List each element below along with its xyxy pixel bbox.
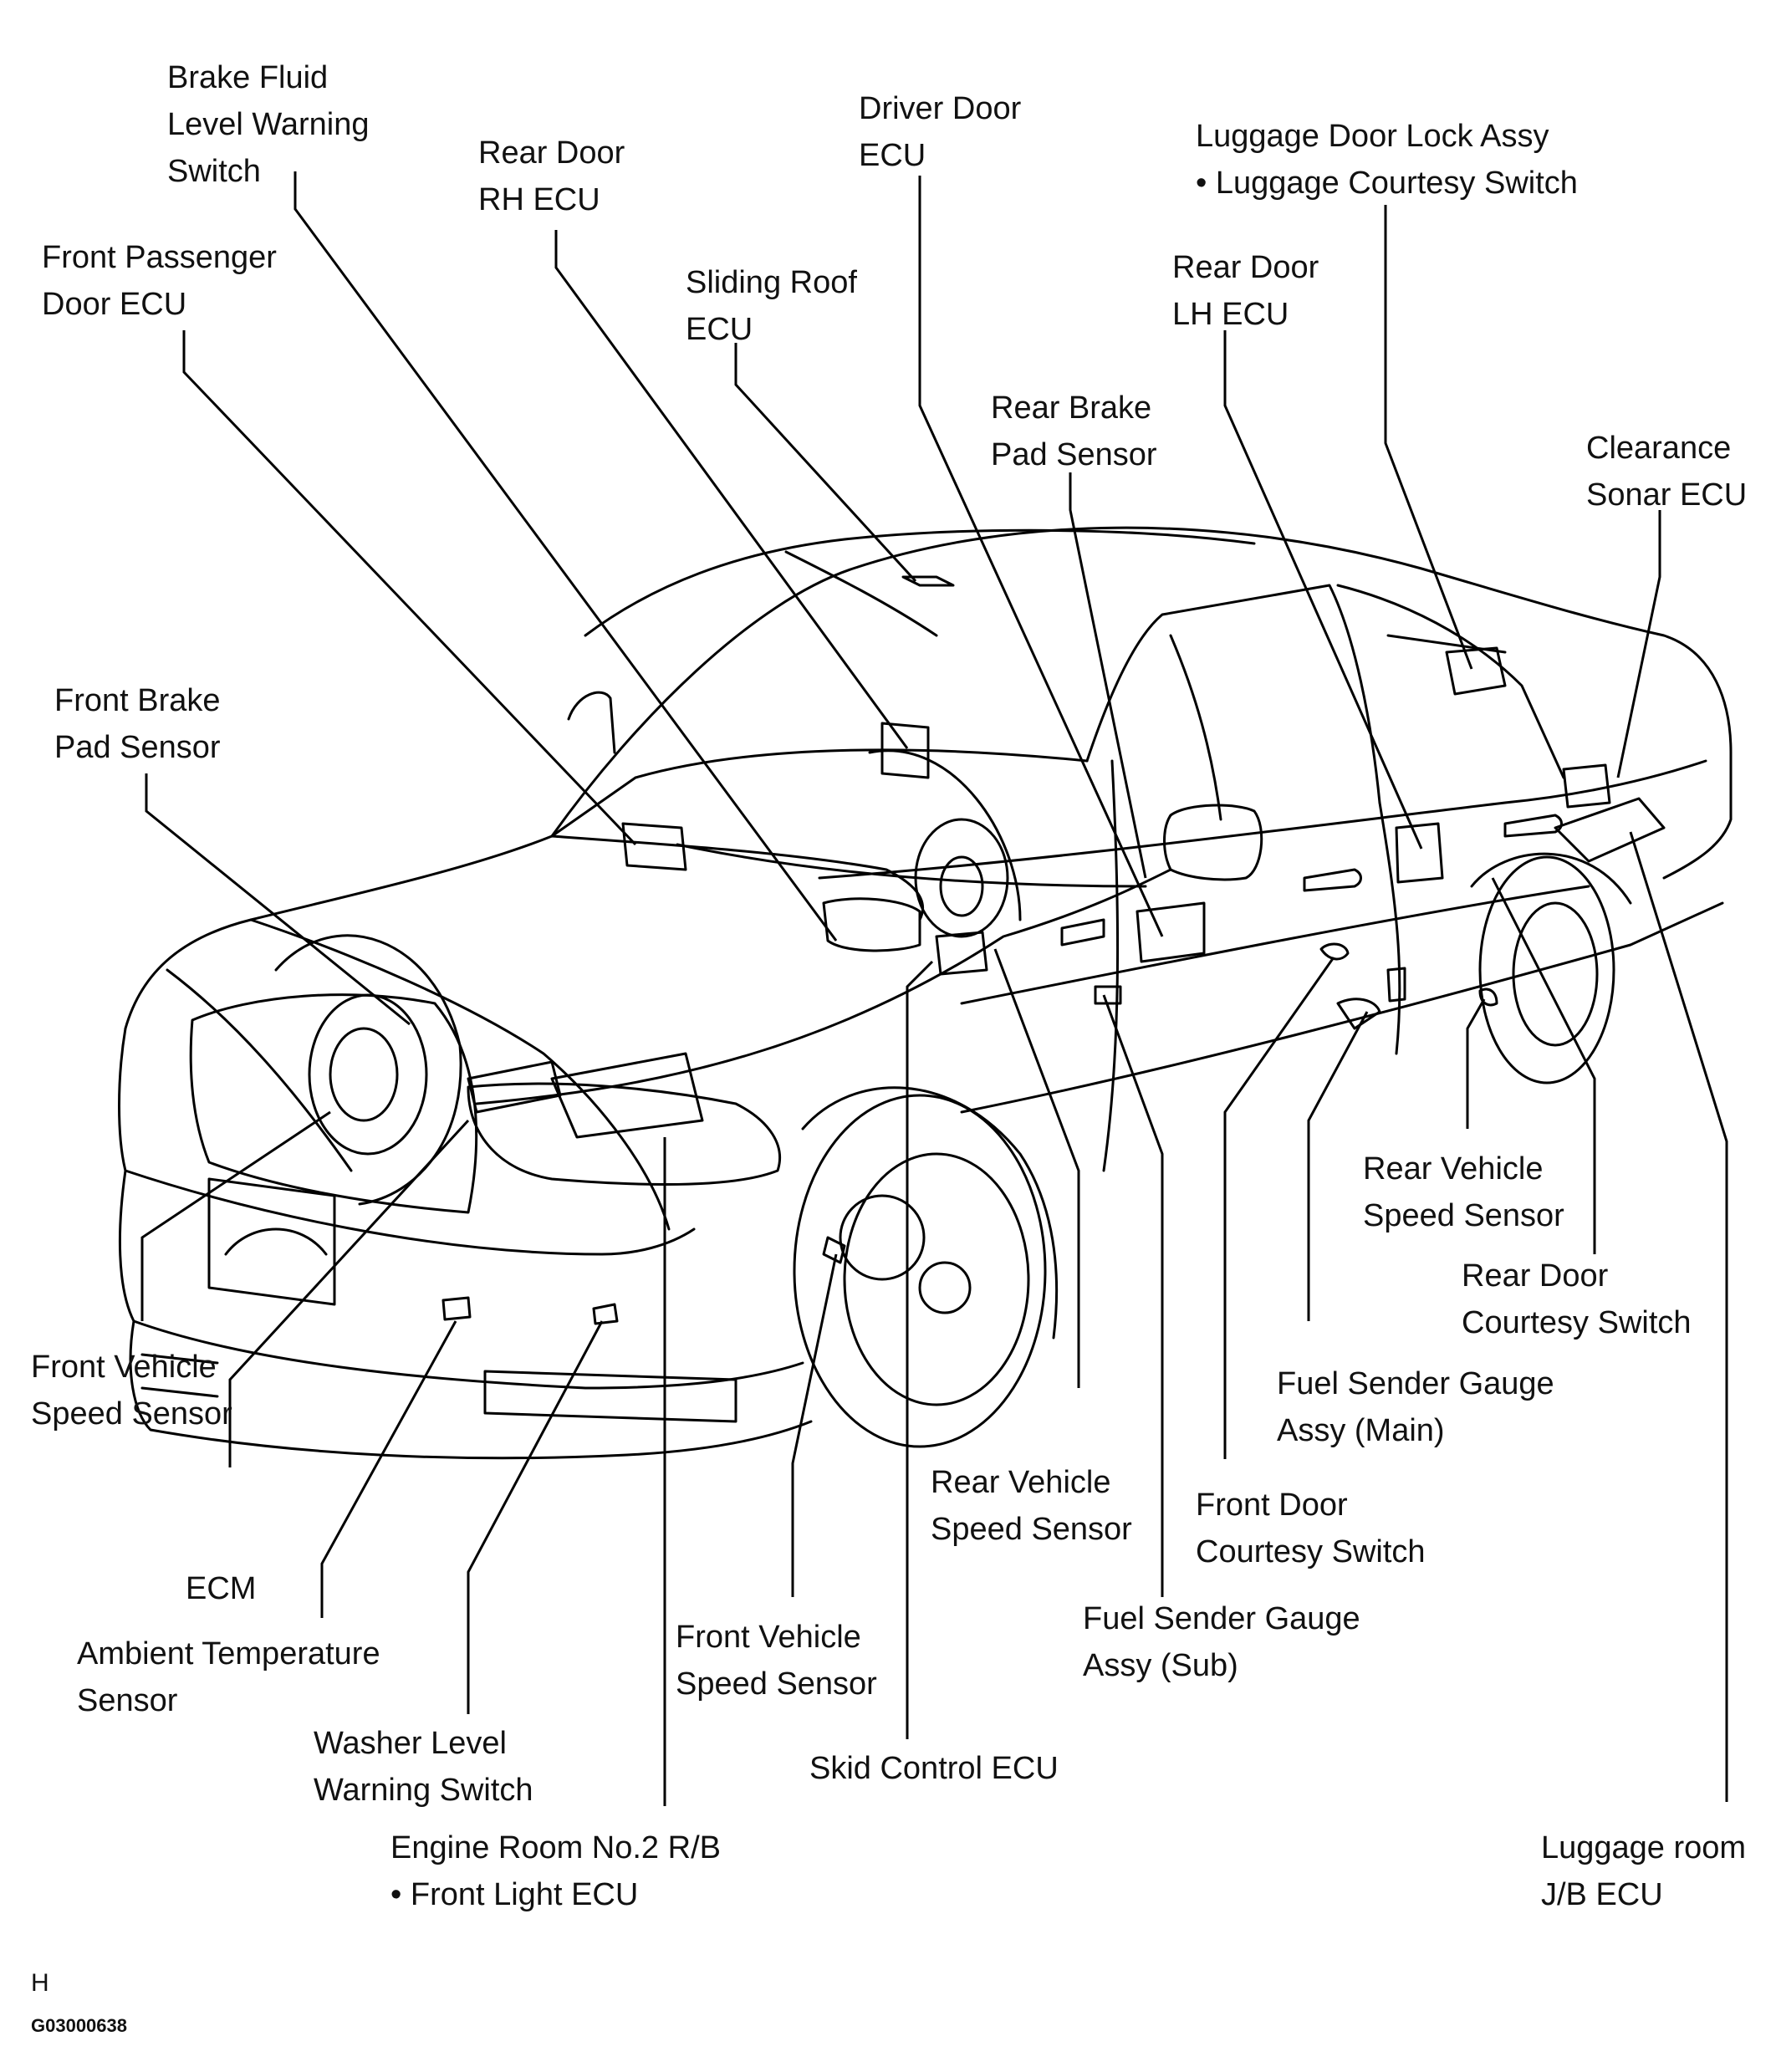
label-rear-door-courtesy-switch: Rear Door Courtesy Switch: [1462, 1258, 1692, 1340]
leader-clearance-sonar: [1616, 510, 1661, 778]
footer-figure-code: G03000638: [31, 2015, 127, 2036]
leader-ecm: [228, 1119, 470, 1467]
label-ambient-temperature-sensor: Ambient Temperature Sensor: [77, 1636, 380, 1718]
leader-washer-level: [467, 1320, 604, 1714]
label-rear-door-rh-ecu: Rear Door RH ECU: [478, 135, 625, 217]
leader-front-vss-left: [140, 1110, 331, 1321]
leader-front-passenger: [182, 330, 637, 846]
leader-rear-door-rh: [554, 230, 909, 749]
label-fuel-sender-gauge-main: Fuel Sender Gauge Assy (Main): [1277, 1366, 1554, 1448]
car-illustration: [118, 526, 1733, 1460]
leader-driver-door: [918, 176, 1164, 937]
label-fuel-sender-gauge-sub: Fuel Sender Gauge Assy (Sub): [1083, 1601, 1360, 1683]
label-clearance-sonar-ecu: Clearance Sonar ECU: [1586, 431, 1748, 513]
label-front-brake-pad-sensor: Front Brake Pad Sensor: [54, 683, 221, 765]
leader-fuel-sub: [1102, 994, 1164, 1597]
label-front-vehicle-speed-sensor-left: Front Vehicle Speed Sensor: [31, 1350, 232, 1432]
leader-front-vss-center: [791, 1253, 838, 1597]
leader-sliding-roof: [734, 343, 917, 583]
label-sliding-roof-ecu: Sliding Roof ECU: [686, 265, 857, 347]
label-front-passenger-door-ecu: Front Passenger Door ECU: [42, 240, 277, 322]
label-luggage-door-lock-assy: Luggage Door Lock Assy • Luggage Courtes…: [1196, 119, 1578, 201]
label-front-door-courtesy-switch: Front Door Courtesy Switch: [1196, 1488, 1426, 1569]
label-engine-room-no2-rb: Engine Room No.2 R/B • Front Light ECU: [390, 1830, 721, 1912]
leader-rear-brake-pad: [1069, 472, 1147, 879]
footer-letter: H: [31, 1969, 49, 1997]
leader-fuel-main: [1307, 1011, 1369, 1321]
label-rear-vehicle-speed-sensor-right: Rear Vehicle Speed Sensor: [1363, 1151, 1564, 1233]
leader-lines: [140, 171, 1728, 1806]
label-rear-brake-pad-sensor: Rear Brake Pad Sensor: [991, 390, 1157, 472]
leader-rear-door-lh: [1223, 330, 1423, 850]
leader-ambient-temp: [320, 1320, 457, 1618]
label-driver-door-ecu: Driver Door ECU: [859, 91, 1022, 173]
leader-front-brake-pad: [145, 773, 411, 1026]
label-brake-fluid-level-warning-switch: Brake Fluid Level Warning Switch: [167, 60, 370, 189]
label-skid-control-ecu: Skid Control ECU: [809, 1751, 1059, 1786]
leader-skid-control: [906, 960, 934, 1739]
leader-brake-fluid: [293, 171, 838, 942]
leader-front-door-courtesy: [1223, 957, 1335, 1459]
leader-luggage-lock: [1384, 205, 1473, 670]
label-luggage-room-jb-ecu: Luggage room J/B ECU: [1541, 1830, 1747, 1912]
label-ecm: ECM: [186, 1571, 257, 1606]
label-washer-level-warning-switch: Washer Level Warning Switch: [314, 1726, 533, 1808]
leader-rear-door-courtesy: [1491, 877, 1596, 1254]
leader-rear-vss-right: [1466, 998, 1486, 1129]
label-front-vehicle-speed-sensor-center: Front Vehicle Speed Sensor: [676, 1620, 877, 1702]
label-rear-door-lh-ecu: Rear Door LH ECU: [1172, 250, 1319, 332]
label-rear-vehicle-speed-sensor-center: Rear Vehicle Speed Sensor: [931, 1465, 1132, 1547]
leader-rear-vss-center: [993, 948, 1080, 1388]
leader-luggage-jb: [1629, 831, 1728, 1802]
